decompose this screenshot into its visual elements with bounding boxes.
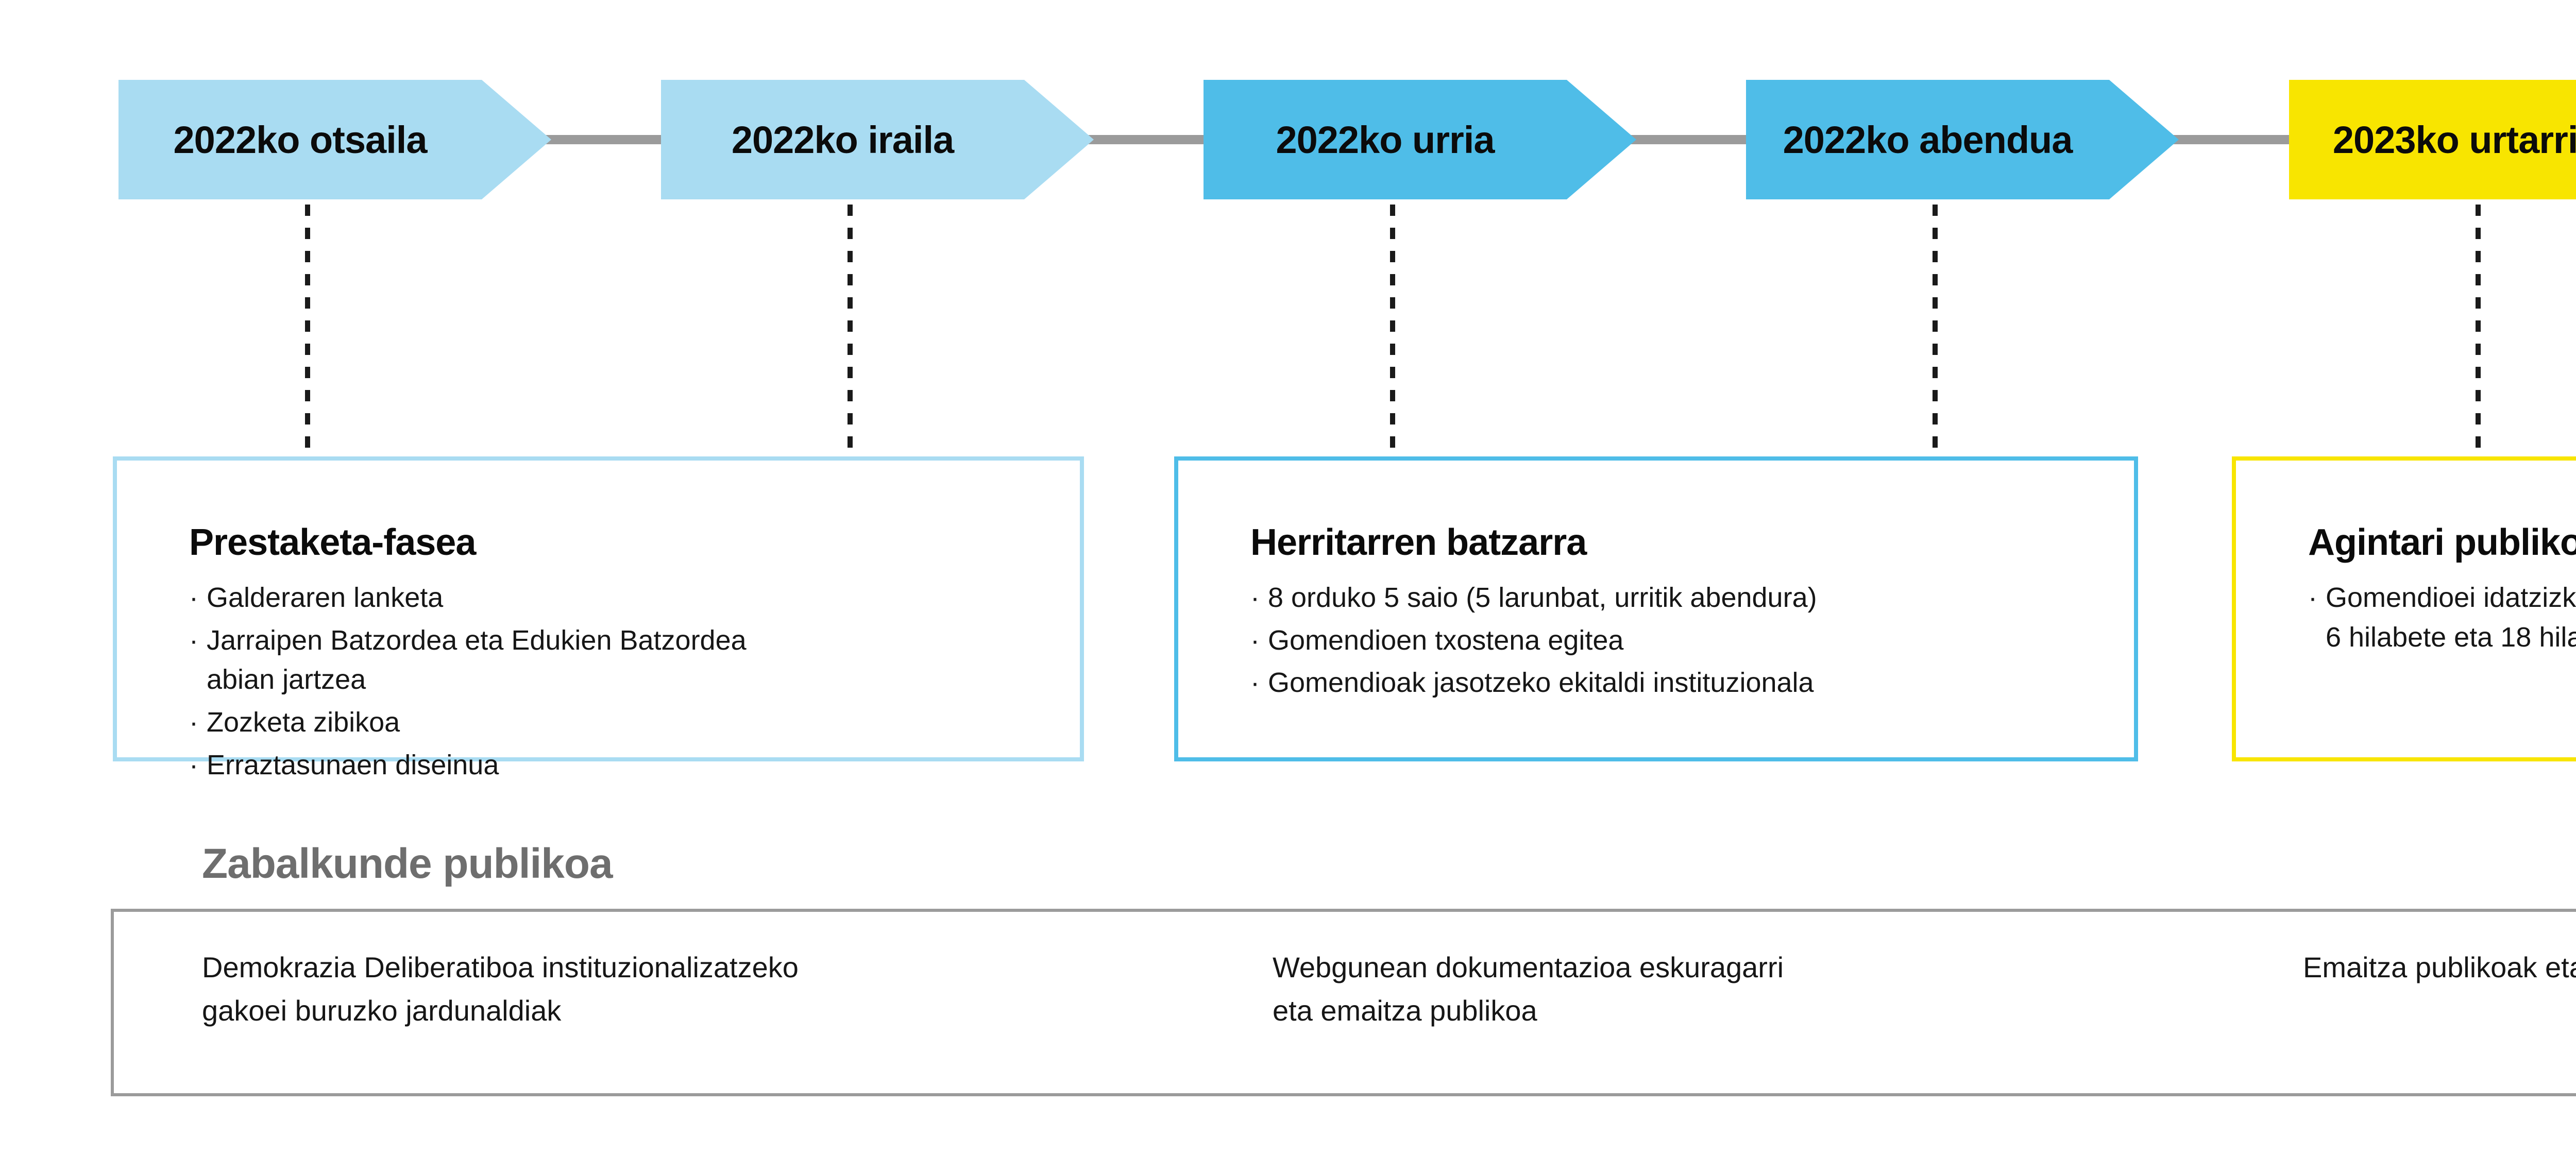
dashed-connector <box>305 205 310 454</box>
phase-box-herritarren-batzarra: Herritarren batzarra · 8 orduko 5 saio (… <box>1174 456 2138 761</box>
phase-box-title: Herritarren batzarra <box>1250 522 1587 563</box>
bullet-text: Galderaren lanketa <box>206 582 444 613</box>
bullet-marker: · <box>189 707 198 738</box>
milestone-arrow-2022-urria: 2022ko urria <box>1204 80 1636 199</box>
bullet-text: Erraztasunaen diseinua <box>206 749 499 780</box>
list-item: · Galderaren lanketa <box>189 578 1059 618</box>
list-item: · Jarraipen Batzordea eta Edukien Batzor… <box>189 621 1059 700</box>
phase-box-prestaketa: Prestaketa-fasea · Galderaren lanketa · … <box>113 456 1084 780</box>
bullet-marker: · <box>2308 582 2317 613</box>
dashed-connector <box>1390 205 1395 454</box>
bullet-marker: · <box>189 582 198 613</box>
bullet-marker: · <box>1250 582 1260 613</box>
dashed-connector <box>2476 205 2481 454</box>
bullet-text: Zozketa zibikoa <box>206 707 400 738</box>
list-item: · Zozketa zibikoa <box>189 703 1059 742</box>
timeline-connector <box>1629 135 1752 144</box>
milestone-label: 2022ko iraila <box>731 118 954 161</box>
dissemination-item: Demokrazia Deliberatiboa instituzionaliz… <box>202 951 799 1027</box>
bullet-text: Gomendioei idatzizko erantzunak eman 2 h… <box>2325 582 2576 653</box>
timeline-connector <box>2171 135 2295 144</box>
bullet-text: Gomendioak jasotzeko ekitaldi instituzio… <box>1267 667 1814 699</box>
dissemination-item: Webgunean dokumentazioa eskuragarri eta … <box>1273 951 1784 1027</box>
phase-box-agintari-publikoa: Agintari publikoa · Gomendioei idatzizko… <box>2232 456 2576 761</box>
list-item: · Gomendioak jasotzeko ekitaldi instituz… <box>1250 663 2113 703</box>
bullet-marker: · <box>1250 624 1260 656</box>
timeline-connector <box>1086 135 1210 144</box>
bullet-text: 8 orduko 5 saio (5 larunbat, urritik abe… <box>1267 582 1817 613</box>
phase-box-title: Prestaketa-fasea <box>189 522 476 563</box>
bullet-text: Gomendioen txostena egitea <box>1267 624 1624 656</box>
milestone-arrow-2022-iraila: 2022ko iraila <box>661 80 1094 199</box>
dashed-connector <box>1933 205 1938 454</box>
dissemination-heading: Zabalkunde publikoa <box>202 840 613 887</box>
dissemination-item: Emaitza publikoak eta hauek zabaltzeko e… <box>2303 951 2576 983</box>
milestone-arrow-2022-otsaila: 2022ko otsaila <box>118 80 551 199</box>
milestone-arrow-2022-abendua: 2022ko abendua <box>1746 80 2179 199</box>
list-item: · Gomendioei idatzizko erantzunak eman 2… <box>2308 578 2576 657</box>
bullet-marker: · <box>1250 667 1260 699</box>
list-item: · Erraztasunaen diseinua <box>189 745 1059 785</box>
bullet-marker: · <box>189 624 198 656</box>
milestone-label: 2022ko abendua <box>1783 118 2073 161</box>
milestone-label: 2022ko urria <box>1276 118 1495 161</box>
dashed-connector <box>848 205 853 454</box>
dissemination-box <box>111 909 2576 1096</box>
milestone-label: 2022ko otsaila <box>173 118 427 161</box>
list-item: · 8 orduko 5 saio (5 larunbat, urritik a… <box>1250 578 2113 618</box>
phase-box-title: Agintari publikoa <box>2308 522 2576 563</box>
timeline-connector <box>544 135 667 144</box>
milestone-arrow-2023-urtarrila: 2023ko urtarrila <box>2289 80 2576 199</box>
bullet-marker: · <box>189 749 198 780</box>
list-item: · Gomendioen txostena egitea <box>1250 621 2113 660</box>
milestone-label: 2023ko urtarrila <box>2332 118 2576 161</box>
bullet-text: Jarraipen Batzordea eta Edukien Batzorde… <box>206 624 747 695</box>
